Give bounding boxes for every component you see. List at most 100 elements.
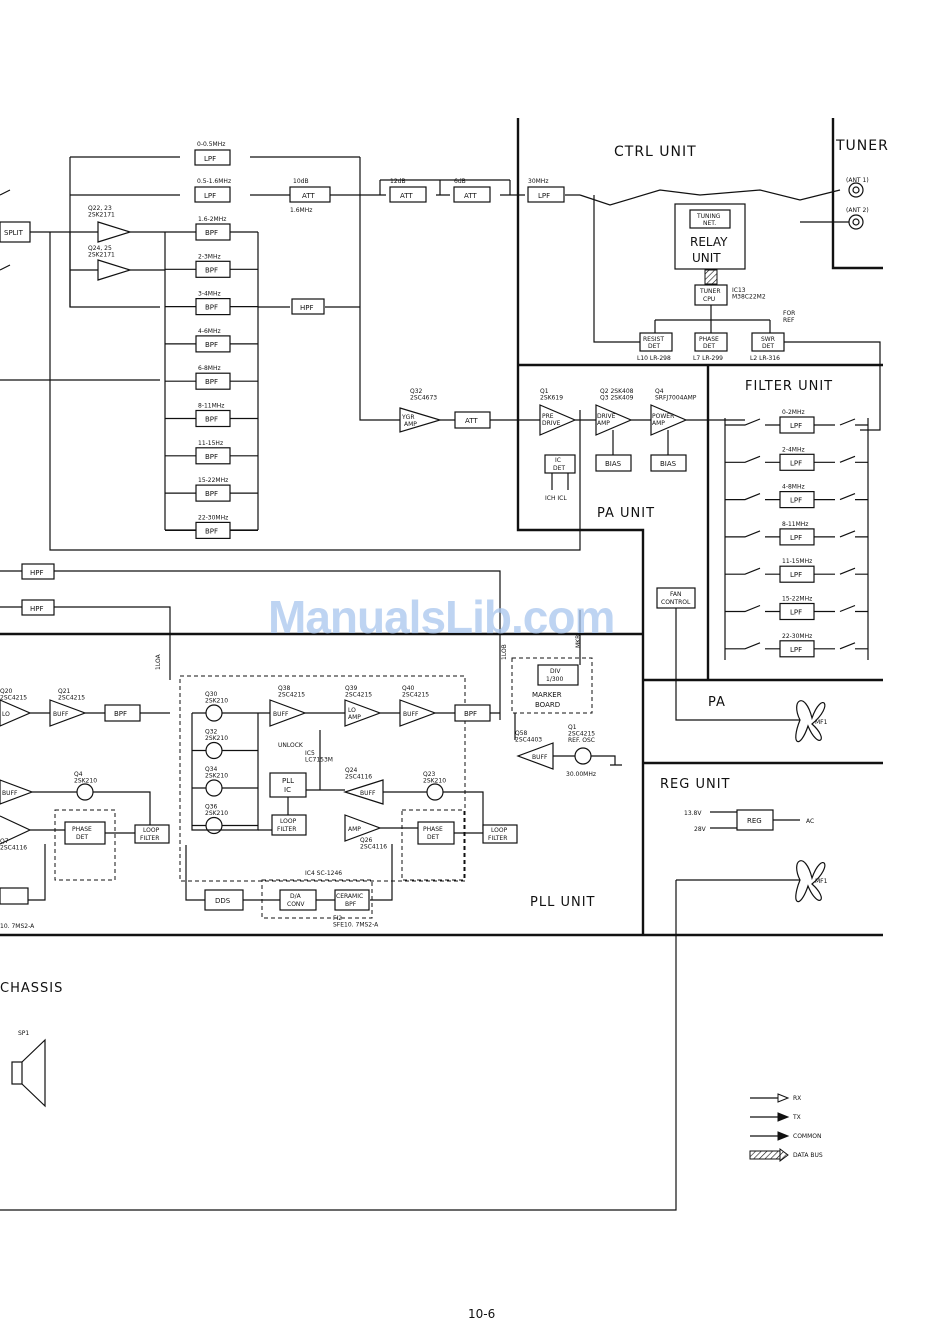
lo-left-t: LO — [2, 711, 10, 718]
legend-label: COMMON — [793, 1133, 821, 1140]
ph-left-t2: DET — [76, 834, 88, 841]
bpf-box — [195, 521, 231, 540]
lpf-box — [779, 528, 815, 546]
swr-t: SWR — [761, 336, 775, 343]
loop-filter-right — [482, 824, 518, 844]
ygr-text: YGR — [401, 414, 414, 421]
l7-label: L7 LR-299 — [693, 355, 723, 362]
ph-right-t2: DET — [427, 834, 439, 841]
att-6db — [453, 186, 491, 203]
speaker-magnet — [11, 1061, 23, 1085]
bpf-box — [195, 298, 231, 316]
bpf-text: BPF — [205, 266, 218, 274]
unlock-label: UNLOCK — [278, 742, 304, 749]
bpf-text: BPF — [205, 490, 218, 498]
loop-filter-left — [134, 824, 170, 844]
att12-label: 12dB — [390, 178, 406, 185]
att6-label: 6dB — [454, 178, 466, 185]
resist-det-t: DET — [648, 343, 660, 350]
lpf-wire — [725, 642, 868, 650]
bpf-text: BPF — [205, 229, 218, 237]
lf-left-t2: FILTER — [140, 835, 159, 842]
lf-right-t1: LOOP — [491, 827, 508, 834]
legend-arrowhead — [777, 1112, 790, 1122]
q23-osc — [426, 783, 444, 801]
bias-1-t: BIAS — [605, 460, 622, 468]
bpf-band-label: 22-30MHz — [198, 514, 228, 521]
pa-unit-title: PA UNIT — [597, 506, 655, 521]
loop-filter-pll — [271, 814, 307, 836]
bpf-band-label: 15-22MHz — [198, 477, 228, 484]
div-box — [537, 664, 579, 686]
lpf-band-label: 2-4MHz — [782, 446, 805, 453]
lpf-band-label: 4-8MHz — [782, 484, 805, 491]
hpf2-t: HPF — [30, 605, 44, 613]
lpf-05-16 — [194, 186, 231, 203]
lpf-05-label: 0-0.5MHz — [197, 141, 225, 148]
v28-label: 28V — [694, 826, 707, 833]
ac-label: AC — [806, 818, 814, 825]
lpf-051-label: 0.5-1.6MHz — [197, 178, 231, 185]
lpf-box — [779, 453, 815, 471]
reg-t: REG — [747, 817, 762, 825]
net-text: NET. — [703, 220, 716, 227]
ic-det-t2: DET — [553, 465, 565, 472]
lpf30-label: 30MHz — [528, 178, 548, 185]
legend-arrowhead — [777, 1131, 790, 1141]
ant2-label: (ANT 2) — [846, 207, 869, 214]
lpf-band-label: 0-2MHz — [782, 409, 805, 416]
ich-icl-label: ICH ICL — [545, 495, 567, 502]
pre-t: PRE — [542, 413, 554, 420]
cer-t1: CERAMIC — [336, 893, 363, 900]
div-t1: DIV — [550, 668, 561, 675]
att-12db — [389, 186, 427, 203]
buff-pll2-t: BUFF — [403, 711, 419, 718]
da-t1: D/A — [290, 893, 302, 900]
bpf-text: BPF — [205, 416, 218, 424]
legend-arrowhead — [777, 1093, 790, 1103]
bpf-band-label: 4-6MHz — [198, 328, 221, 335]
lpf-text: LPF — [790, 422, 802, 430]
lpf-wire — [725, 418, 868, 426]
lo-amp-left — [0, 699, 32, 727]
lpf-bank: LPF0-2MHzLPF2-4MHzLPF4-8MHzLPF8-11MHzLPF… — [725, 409, 868, 658]
marker-t1: MARKER — [532, 691, 562, 699]
phase-t: PHASE — [699, 336, 719, 343]
legend-label: DATA BUS — [793, 1152, 823, 1159]
drive-amp-t2: AMP — [597, 420, 610, 427]
lo-amp-t2: AMP — [348, 714, 361, 721]
mkr-label: MKR — [575, 635, 582, 648]
bpf-box — [195, 409, 231, 428]
preamp-2 — [97, 259, 133, 281]
resist-t: RESIST — [643, 336, 664, 343]
lpf-wire — [725, 455, 868, 463]
ant1-label: (ANT 1) — [846, 177, 869, 184]
fi-left-label: 10. 7MS2-A — [0, 923, 35, 930]
bpf-text: BPF — [205, 527, 218, 535]
ref-osc — [574, 747, 592, 765]
tuner-cpu-t1: TUNER — [699, 288, 721, 295]
preamp-1 — [97, 221, 133, 243]
for-label: FOR — [783, 310, 795, 317]
swr-det-t: DET — [762, 343, 774, 350]
bpf-text: BPF — [205, 304, 218, 312]
lpf-band-label: 8-11MHz — [782, 521, 808, 528]
lo-a-label: 1LOA — [155, 653, 162, 670]
marker-t2: BOARD — [535, 701, 560, 709]
marker-board-group — [511, 657, 593, 714]
